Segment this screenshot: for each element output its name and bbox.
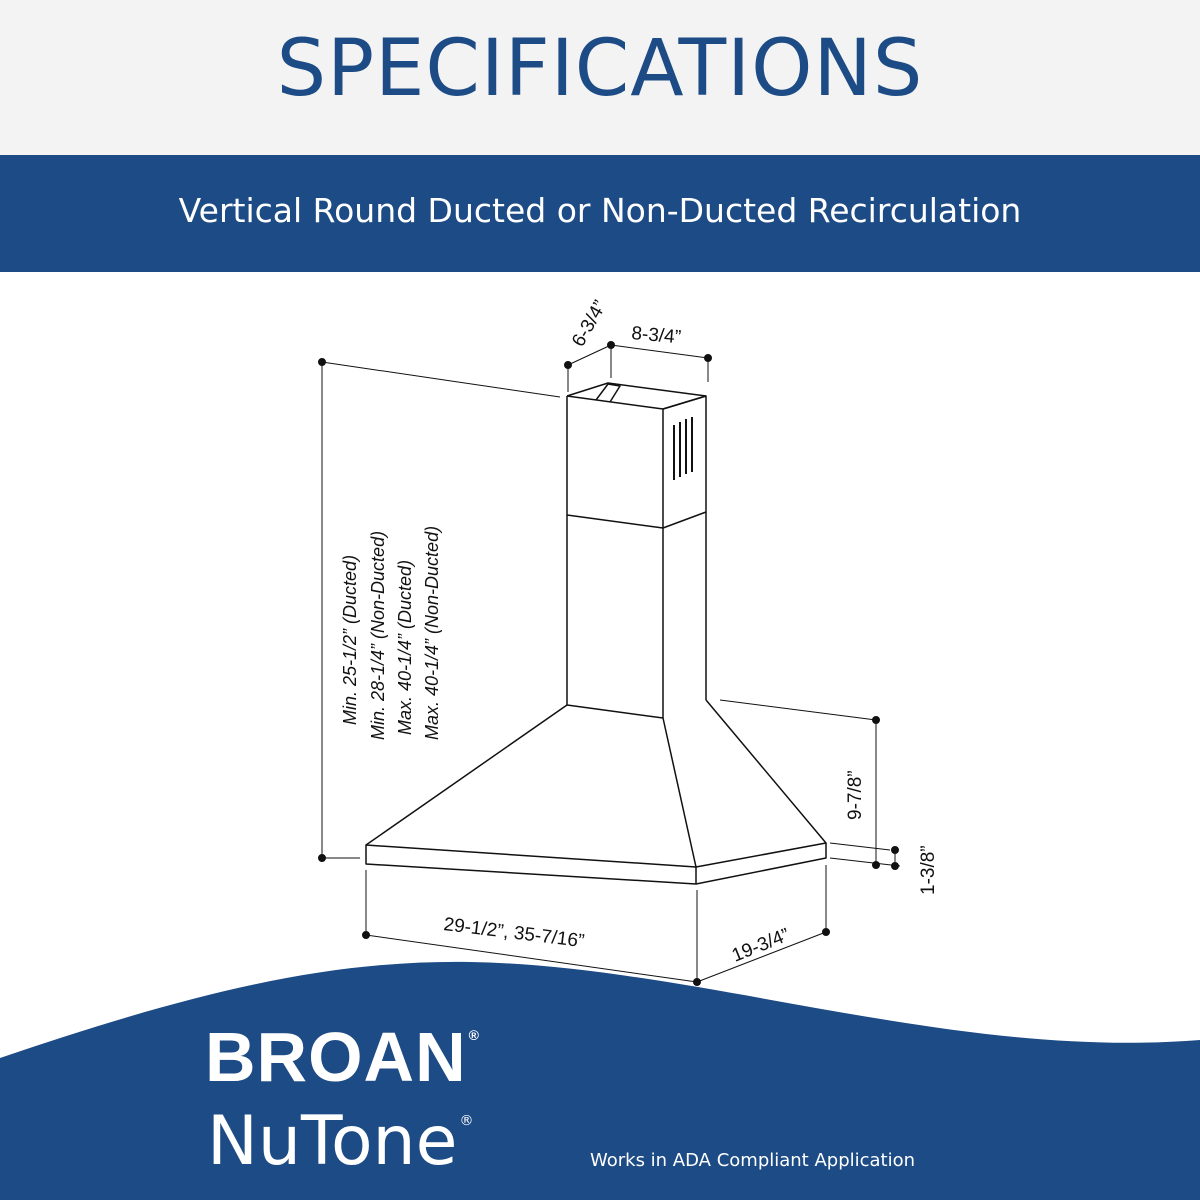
registered-mark: ® — [468, 1027, 480, 1043]
vent-slots — [673, 417, 693, 480]
header-band — [0, 0, 1200, 155]
height-note-max-ducted: Max. 40-1/4” (Ducted) — [395, 560, 415, 735]
registered-mark: ® — [459, 1113, 474, 1129]
dim-chimney-width: 8-3/4” — [631, 323, 682, 348]
broan-logo: BROAN® — [205, 1022, 480, 1092]
nutone-logo: NuTone® — [207, 1108, 473, 1176]
canopy — [365, 699, 827, 885]
subtitle-band — [0, 155, 1200, 272]
height-note-min-ducted: Min. 25-1/2” (Ducted) — [340, 555, 360, 725]
ada-note: Works in ADA Compliant Application — [590, 1150, 916, 1171]
nutone-wordmark: NuTone — [207, 1102, 458, 1181]
footer-wave — [0, 961, 1200, 1200]
dim-depth: 19-3/4” — [729, 925, 793, 967]
dim-chimney-depth: 6-3/4” — [568, 297, 611, 350]
dim-front-edge: 1-3/8” — [918, 845, 939, 895]
dim-canopy-height: 9-7/8” — [845, 770, 866, 820]
dimension-lines — [318, 341, 901, 986]
chimney-lower — [566, 512, 707, 719]
height-note-min-nonducted: Min. 28-1/4” (Non-Ducted) — [368, 531, 388, 740]
height-note-max-nonducted: Max. 40-1/4” (Non-Ducted) — [422, 526, 442, 740]
page-title: SPECIFICATIONS — [276, 24, 924, 114]
broan-wordmark: BROAN — [205, 1018, 467, 1096]
dim-widths: 29-1/2”, 35-7/16” — [442, 914, 585, 952]
page-subtitle: Vertical Round Ducted or Non-Ducted Reci… — [178, 191, 1022, 230]
